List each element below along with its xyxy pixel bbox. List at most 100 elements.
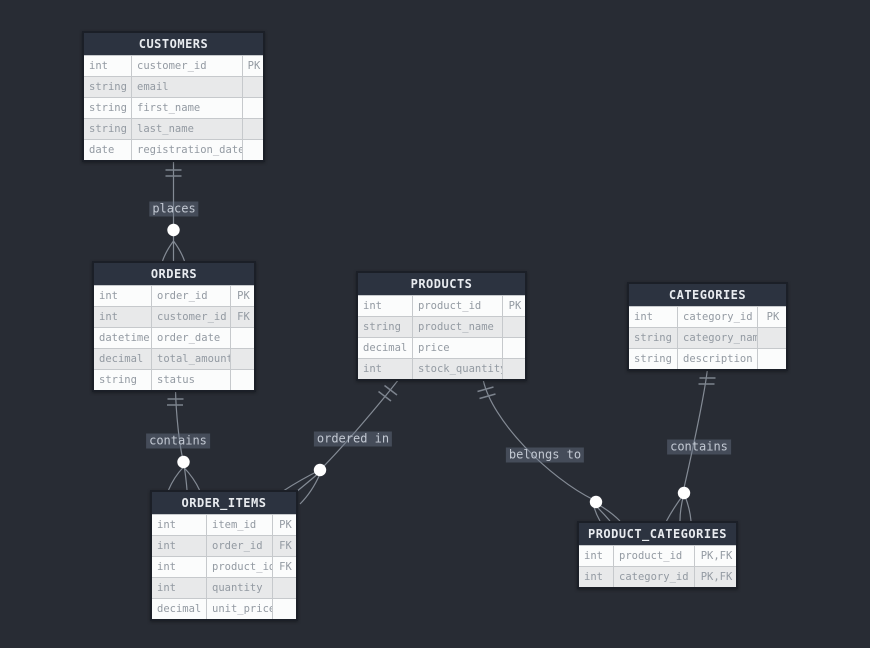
column-name: last_name bbox=[132, 119, 243, 139]
column-key bbox=[503, 359, 525, 379]
column-key bbox=[758, 328, 786, 348]
column-key bbox=[243, 119, 263, 139]
column-name: product_id bbox=[413, 296, 503, 316]
column-type: int bbox=[84, 56, 132, 76]
column-type: int bbox=[94, 286, 152, 306]
column-type: int bbox=[579, 546, 614, 566]
column-name: price bbox=[413, 338, 503, 358]
column-key bbox=[243, 77, 263, 97]
cardinality-one-ticks bbox=[477, 386, 496, 400]
column-key bbox=[243, 140, 263, 160]
column-type: string bbox=[629, 349, 678, 369]
entity-title[interactable]: ORDERS bbox=[94, 263, 254, 285]
column-name: product_id bbox=[614, 546, 695, 566]
column-name: stock_quantity bbox=[413, 359, 503, 379]
column-key bbox=[243, 98, 263, 118]
column-key: FK bbox=[279, 561, 292, 573]
cardinality-one-ticks bbox=[698, 377, 716, 385]
column-key bbox=[758, 349, 786, 369]
column-key: PK bbox=[508, 300, 522, 312]
crow-foot bbox=[161, 240, 186, 262]
cardinality-one-ticks bbox=[378, 384, 398, 402]
relationship-belongs-to[interactable] bbox=[477, 378, 621, 522]
entity-title[interactable]: CATEGORIES bbox=[629, 284, 786, 306]
column-name: first_name bbox=[132, 98, 243, 118]
column-name: customer_id bbox=[152, 307, 231, 327]
column-key: PK bbox=[766, 311, 780, 323]
column-type: int bbox=[152, 536, 207, 556]
column-name: order_id bbox=[152, 286, 231, 306]
relationship-label-ordered-in[interactable]: ordered in bbox=[313, 431, 393, 447]
connector-dot bbox=[167, 223, 180, 237]
column-type: string bbox=[358, 317, 413, 337]
column-key: PK,FK bbox=[700, 571, 733, 583]
column-name: registration_date bbox=[132, 140, 243, 160]
entity-title[interactable]: PRODUCTS bbox=[358, 273, 525, 295]
column-key bbox=[231, 349, 254, 369]
column-name: category_id bbox=[614, 567, 695, 587]
relationship-label-places[interactable]: places bbox=[149, 201, 199, 217]
column-name: item_id bbox=[207, 515, 273, 535]
connector-dot bbox=[177, 455, 190, 469]
relationship-line bbox=[319, 378, 400, 471]
column-name: product_name bbox=[413, 317, 503, 337]
connector-dot bbox=[589, 495, 603, 509]
column-type: int bbox=[152, 557, 207, 577]
column-key bbox=[273, 578, 296, 598]
relationship-label-contains-categories[interactable]: contains bbox=[667, 439, 731, 455]
crow-foot bbox=[593, 504, 621, 522]
entity-title[interactable]: CUSTOMERS bbox=[84, 33, 263, 55]
column-name: quantity bbox=[207, 578, 273, 598]
column-name: category_name bbox=[678, 328, 758, 348]
column-type: datetime bbox=[94, 328, 152, 348]
entity-title[interactable]: ORDER_ITEMS bbox=[152, 492, 296, 514]
column-name: customer_id bbox=[132, 56, 243, 76]
column-name: description bbox=[678, 349, 758, 369]
relationship-places[interactable] bbox=[161, 161, 186, 262]
relationship-label-contains-orders[interactable]: contains bbox=[146, 433, 210, 449]
relationship-label-belongs-to[interactable]: belongs to bbox=[505, 447, 585, 463]
connector-dot bbox=[313, 463, 327, 477]
column-key: FK bbox=[279, 540, 292, 552]
entity-title[interactable]: PRODUCT_CATEGORIES bbox=[579, 523, 736, 545]
column-key: PK bbox=[279, 519, 292, 531]
column-type: string bbox=[84, 77, 132, 97]
relationship-contains-orders[interactable] bbox=[167, 389, 201, 491]
relationship-contains-categories[interactable] bbox=[665, 368, 716, 522]
column-name: category_id bbox=[678, 307, 758, 327]
column-key bbox=[503, 338, 525, 358]
column-name: unit_price bbox=[207, 599, 273, 619]
column-type: int bbox=[358, 359, 413, 379]
